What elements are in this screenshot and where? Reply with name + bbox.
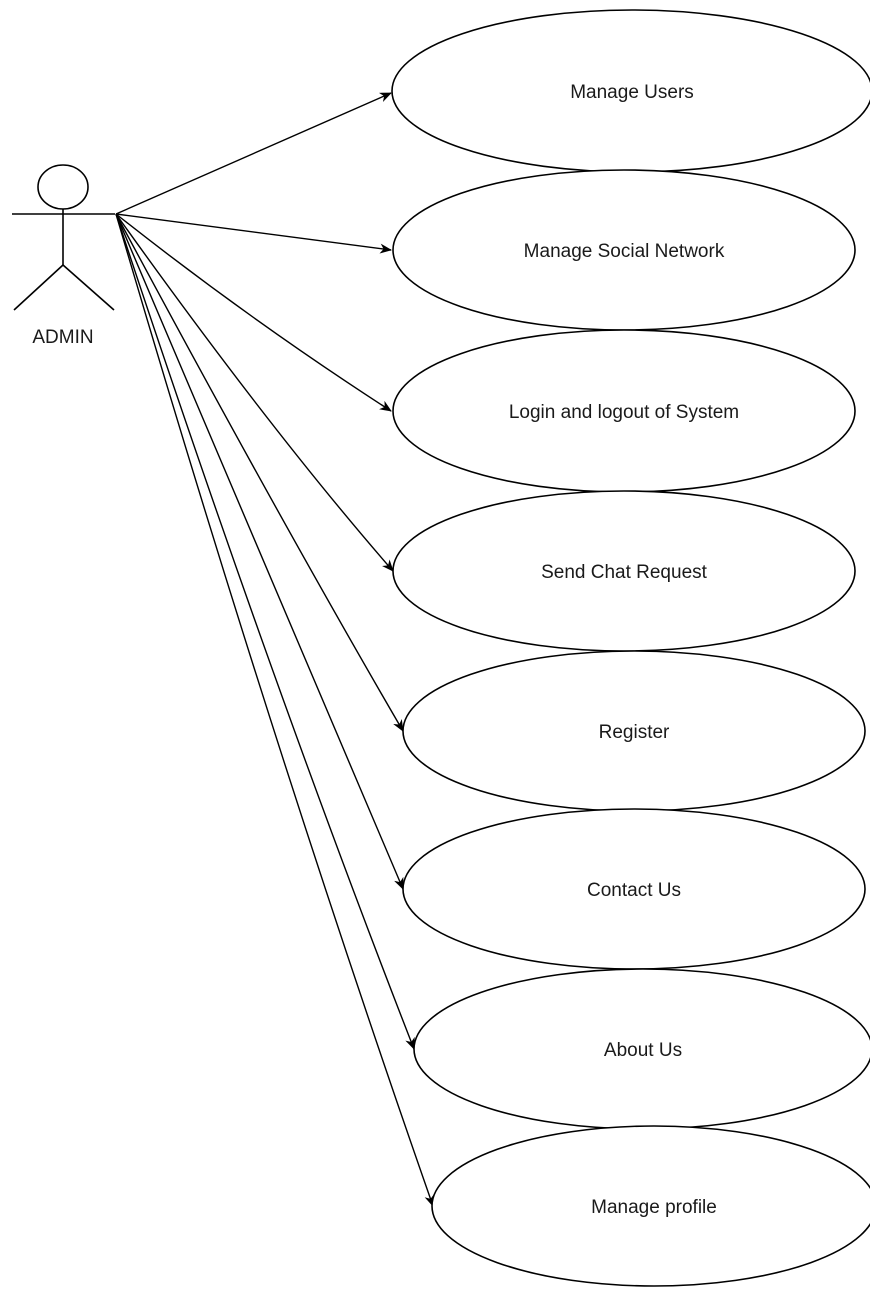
actor-right-leg [62, 264, 115, 311]
use-case-label: Manage Users [570, 82, 694, 103]
use-case-login-logout[interactable]: Login and logout of System [392, 329, 856, 493]
use-cases: Manage Users Manage Social Network Login… [391, 9, 870, 1287]
use-case-label: Login and logout of System [509, 402, 739, 423]
association-manage-users [115, 92, 392, 215]
use-case-ellipse[interactable] [431, 1125, 870, 1287]
actor-head [37, 164, 89, 210]
actor-admin[interactable]: ADMIN [12, 164, 115, 348]
associations [115, 92, 435, 1207]
use-case-label: About Us [604, 1040, 682, 1061]
use-case-send-chat-request[interactable]: Send Chat Request [392, 490, 856, 652]
use-case-label: Manage Social Network [524, 241, 725, 262]
use-case-label: Register [599, 722, 670, 743]
use-case-manage-social-network[interactable]: Manage Social Network [392, 169, 856, 331]
actor-name: ADMIN [32, 327, 93, 348]
use-case-label: Contact Us [587, 880, 681, 901]
association-about-us [115, 213, 415, 1050]
association-login-logout [115, 213, 392, 412]
use-case-manage-users[interactable]: Manage Users [391, 9, 870, 173]
use-case-label: Send Chat Request [541, 562, 708, 583]
use-case-label: Manage profile [591, 1197, 717, 1218]
association-send-chat-request [115, 213, 394, 572]
use-case-manage-profile[interactable]: Manage profile [431, 1125, 870, 1287]
association-register [115, 213, 404, 732]
actor-left-leg [13, 264, 64, 311]
use-case-register[interactable]: Register [402, 650, 866, 812]
use-case-contact-us[interactable]: Contact Us [402, 808, 866, 970]
association-manage-profile [115, 213, 435, 1207]
use-case-about-us[interactable]: About Us [413, 968, 870, 1130]
association-contact-us [115, 213, 404, 890]
association-manage-social-network [115, 213, 392, 254]
stick-figure-actor-icon [12, 164, 115, 311]
